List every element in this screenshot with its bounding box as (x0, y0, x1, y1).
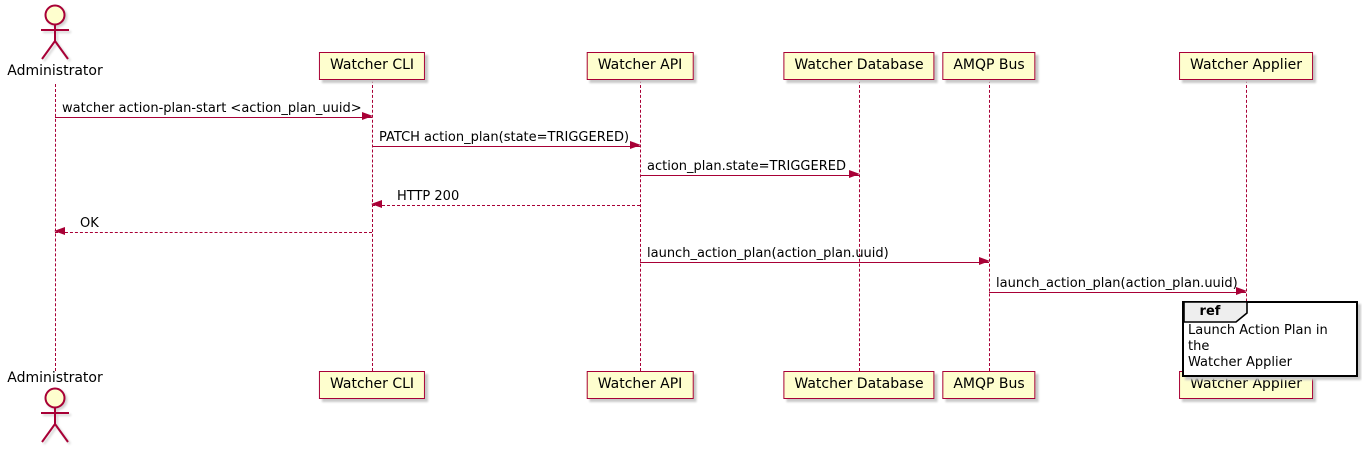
lifeline-watcher-api (640, 80, 641, 371)
message-label: OK (80, 216, 99, 231)
message-6: launch_action_plan(action_plan.uuid) (640, 246, 990, 265)
lifeline-amqp-bus (989, 80, 990, 371)
participant-box-watcher-database-bottom: Watcher Database (783, 371, 935, 399)
lifeline-watcher-cli (372, 80, 373, 371)
actor-icon-bottom (35, 387, 75, 449)
message-label: PATCH action_plan(state=TRIGGERED) (379, 130, 630, 145)
ref-tab: ref (1183, 302, 1248, 323)
arrowhead-left-icon (371, 200, 382, 208)
arrowhead-right-icon (979, 257, 990, 265)
message-4: HTTP 200 (371, 189, 640, 208)
participant-box-watcher-cli-top: Watcher CLI (318, 52, 426, 80)
participant-box-watcher-api-top: Watcher API (586, 52, 694, 80)
message-label: launch_action_plan(action_plan.uuid) (996, 276, 1238, 291)
message-label: launch_action_plan(action_plan.uuid) (647, 246, 889, 261)
ref-fragment: ref Launch Action Plan in the Watcher Ap… (1182, 301, 1358, 377)
participant-box-watcher-applier-top: Watcher Applier (1179, 52, 1313, 80)
participant-box-watcher-api-bottom: Watcher API (586, 371, 694, 399)
participant-box-amqp-bus-bottom: AMQP Bus (942, 371, 1036, 399)
arrowhead-right-icon (362, 112, 373, 120)
participant-box-watcher-database-top: Watcher Database (783, 52, 935, 80)
message-2: PATCH action_plan(state=TRIGGERED) (372, 130, 641, 149)
ref-text-line1: Launch Action Plan in the (1188, 323, 1328, 354)
arrowhead-right-icon (630, 141, 641, 149)
ref-text-line2: Watcher Applier (1188, 355, 1292, 370)
message-3: action_plan.state=TRIGGERED (640, 159, 860, 178)
message-label: action_plan.state=TRIGGERED (647, 159, 846, 174)
arrowhead-left-icon (54, 227, 65, 235)
participant-box-amqp-bus-top: AMQP Bus (942, 52, 1036, 80)
actor-label-top: Administrator (7, 63, 103, 79)
actor-label-bottom: Administrator (7, 370, 103, 386)
message-1: watcher action-plan-start <action_plan_u… (55, 101, 373, 120)
arrowhead-right-icon (1236, 287, 1247, 295)
message-label: HTTP 200 (397, 189, 460, 204)
ref-keyword: ref (1199, 304, 1221, 319)
arrowhead-right-icon (849, 170, 860, 178)
lifeline-watcher-applier (1246, 80, 1247, 371)
message-label: watcher action-plan-start <action_plan_u… (62, 101, 362, 116)
participant-box-watcher-cli-bottom: Watcher CLI (318, 371, 426, 399)
actor-icon-top (35, 4, 75, 66)
ref-text: Launch Action Plan in the Watcher Applie… (1184, 322, 1356, 375)
message-5: OK (54, 216, 372, 235)
lifeline-watcher-database (859, 80, 860, 371)
message-7: launch_action_plan(action_plan.uuid) (989, 276, 1247, 295)
